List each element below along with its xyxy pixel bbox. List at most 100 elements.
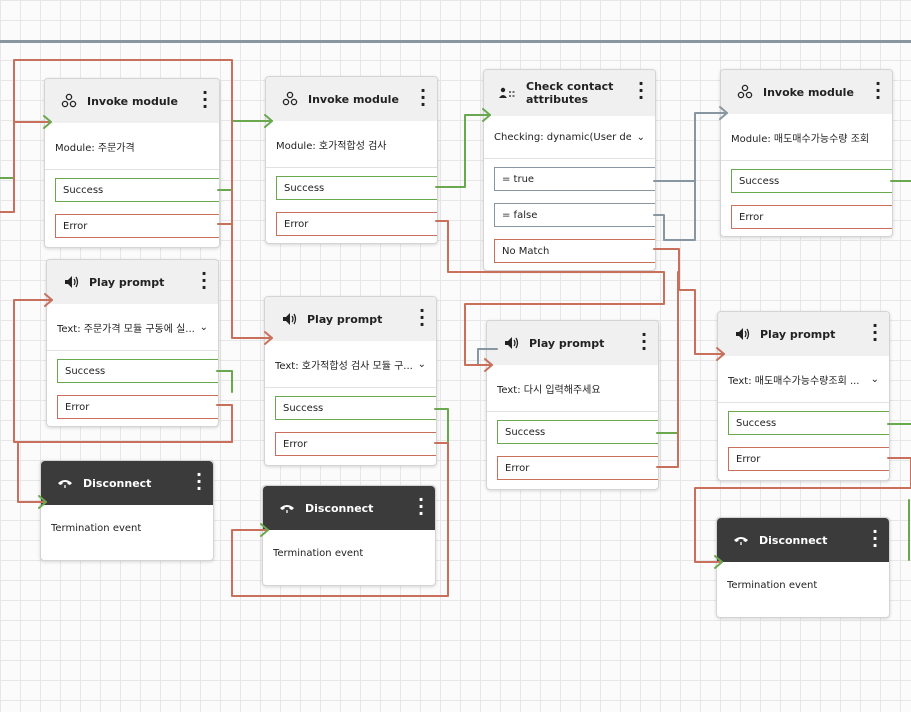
more-options-icon[interactable]: ···	[418, 301, 426, 334]
block-description: Module: 매도매수가능수량 조회	[721, 114, 892, 161]
branch-error[interactable]: Error	[275, 432, 436, 456]
connector-success-left	[0, 159, 15, 179]
connector-false-to-invoke3	[653, 180, 696, 241]
block-title: Play prompt	[760, 327, 836, 341]
block-header[interactable]: Invoke module ···	[45, 79, 219, 123]
block-title: Disconnect	[759, 533, 828, 547]
branch-label: = false	[502, 209, 538, 221]
more-options-icon[interactable]: ···	[874, 74, 882, 107]
chevron-down-icon[interactable]: ⌄	[870, 373, 879, 385]
more-options-icon[interactable]: ···	[201, 83, 209, 116]
connector-success-invoke1-to-invoke2	[217, 120, 273, 191]
more-options-icon[interactable]: ···	[417, 490, 425, 523]
more-options-icon[interactable]: ···	[871, 522, 879, 555]
branch-label: Error	[505, 462, 530, 474]
branch-error[interactable]: Error	[55, 214, 219, 238]
branch-label: No Match	[502, 245, 550, 257]
block-description[interactable]: Text: 주문가격 모듈 구동에 실... ⌄	[47, 304, 218, 351]
branch-success[interactable]: Success	[276, 176, 437, 200]
branch-error[interactable]: Error	[497, 456, 658, 480]
play-prompt-block-3[interactable]: Play prompt ··· Text: 다시 입력해주세요 Success …	[486, 320, 659, 490]
block-title: Play prompt	[89, 275, 165, 289]
connector-success-prompt3	[656, 399, 679, 434]
play-prompt-block-2[interactable]: Play prompt ··· Text: 호가적합성 검사 모듈 구...⌄ …	[264, 296, 437, 466]
branch-label: Error	[63, 220, 88, 232]
branch-false[interactable]: = false	[494, 203, 655, 227]
block-header[interactable]: Disconnect ···	[41, 461, 213, 505]
branch-label: Error	[739, 211, 764, 223]
play-prompt-block-1[interactable]: Play prompt ··· Text: 주문가격 모듈 구동에 실...⌄ …	[46, 259, 219, 427]
invoke-module-block-1[interactable]: Invoke module ··· Module: 주문가격 Success E…	[44, 78, 220, 248]
branch-label: Error	[283, 438, 308, 450]
chevron-down-icon[interactable]: ⌄	[199, 321, 208, 333]
block-description[interactable]: Text: 호가적합성 검사 모듈 구... ⌄	[265, 341, 436, 388]
block-header[interactable]: Disconnect ···	[717, 518, 889, 562]
invoke-module-block-2[interactable]: Invoke module ··· Module: 호가적합성 검사 Succe…	[265, 76, 438, 244]
branch-success[interactable]: Success	[728, 411, 889, 435]
more-options-icon[interactable]: ···	[419, 81, 427, 114]
branch-label: Success	[739, 175, 780, 187]
block-title: Disconnect	[83, 476, 152, 490]
termination-label: Termination event	[727, 579, 818, 591]
connector-true-to-invoke3	[653, 112, 728, 182]
more-options-icon[interactable]: ···	[637, 74, 645, 107]
block-title: Disconnect	[305, 501, 374, 515]
branch-success[interactable]: Success	[731, 169, 892, 193]
more-options-icon[interactable]: ···	[640, 325, 648, 358]
play-prompt-block-4[interactable]: Play prompt ··· Text: 매도매수가능수량조회 ...⌄ Su…	[717, 311, 890, 481]
branch-error[interactable]: Error	[57, 395, 218, 419]
disconnect-icon	[55, 473, 75, 493]
block-header[interactable]: Play prompt ···	[487, 321, 658, 365]
chevron-down-icon[interactable]: ⌄	[417, 358, 426, 370]
block-description[interactable]: Text: 매도매수가능수량조회 ...⌄	[718, 356, 889, 403]
block-header[interactable]: Invoke module ···	[721, 70, 892, 114]
flow-top-connector	[0, 40, 911, 43]
block-description[interactable]: Checking: dynamic(User defi... ⌄	[484, 116, 655, 159]
more-options-icon[interactable]: ···	[195, 465, 203, 498]
block-description: Module: 호가적합성 검사	[266, 121, 437, 168]
prompt-text: Text: 주문가격 모듈 구동에 실...	[57, 323, 194, 335]
connector-no-match-to-prompt4	[653, 248, 725, 355]
branch-no-match[interactable]: No Match	[494, 239, 655, 263]
invoke-module-block-3[interactable]: Invoke module ··· Module: 매도매수가능수량 조회 Su…	[720, 69, 893, 237]
block-header[interactable]: Check contact attributes ···	[484, 70, 655, 116]
block-description: Termination event	[41, 505, 213, 551]
check-contact-attributes-block[interactable]: Check contact attributes ··· Checking: d…	[483, 69, 656, 271]
disconnect-block-2[interactable]: Disconnect ··· Termination event	[262, 485, 436, 586]
more-options-icon[interactable]: ···	[871, 316, 879, 349]
prompt-text: Text: 다시 입력해주세요	[497, 384, 601, 396]
block-title: Play prompt	[307, 312, 383, 326]
connector-error-prompt3	[656, 271, 679, 468]
chevron-down-icon[interactable]: ⌄	[636, 131, 645, 143]
block-title: Invoke module	[87, 94, 178, 108]
branch-error[interactable]: Error	[731, 205, 892, 229]
block-header[interactable]: Play prompt ···	[47, 260, 218, 304]
disconnect-icon	[277, 498, 297, 518]
branch-true[interactable]: = true	[494, 167, 655, 191]
module-icon	[280, 89, 300, 109]
termination-label: Termination event	[51, 522, 142, 534]
module-label: Module: 호가적합성 검사	[276, 140, 387, 152]
branch-label: Success	[736, 417, 777, 429]
disconnect-block-3[interactable]: Disconnect ··· Termination event	[716, 517, 890, 618]
block-header[interactable]: Play prompt ···	[265, 297, 436, 341]
branch-success[interactable]: Success	[275, 396, 436, 420]
branch-label: Success	[65, 365, 106, 377]
block-description: Termination event	[263, 530, 435, 576]
branch-error[interactable]: Error	[728, 447, 889, 471]
branch-success[interactable]: Success	[55, 178, 219, 202]
block-header[interactable]: Play prompt ···	[718, 312, 889, 356]
branch-error[interactable]: Error	[276, 212, 437, 236]
disconnect-block-1[interactable]: Disconnect ··· Termination event	[40, 460, 214, 561]
speaker-icon	[501, 333, 521, 353]
prompt-text: Text: 호가적합성 검사 모듈 구...	[275, 360, 412, 372]
branch-success[interactable]: Success	[57, 359, 218, 383]
more-options-icon[interactable]: ···	[200, 264, 208, 297]
block-header[interactable]: Invoke module ···	[266, 77, 437, 121]
block-header[interactable]: Disconnect ···	[263, 486, 435, 530]
condition-label: Checking: dynamic(User defi...	[494, 131, 631, 143]
block-title: Invoke module	[308, 92, 399, 106]
block-title: Check contact attributes	[526, 80, 614, 106]
branch-success[interactable]: Success	[497, 420, 658, 444]
speaker-icon	[732, 324, 752, 344]
